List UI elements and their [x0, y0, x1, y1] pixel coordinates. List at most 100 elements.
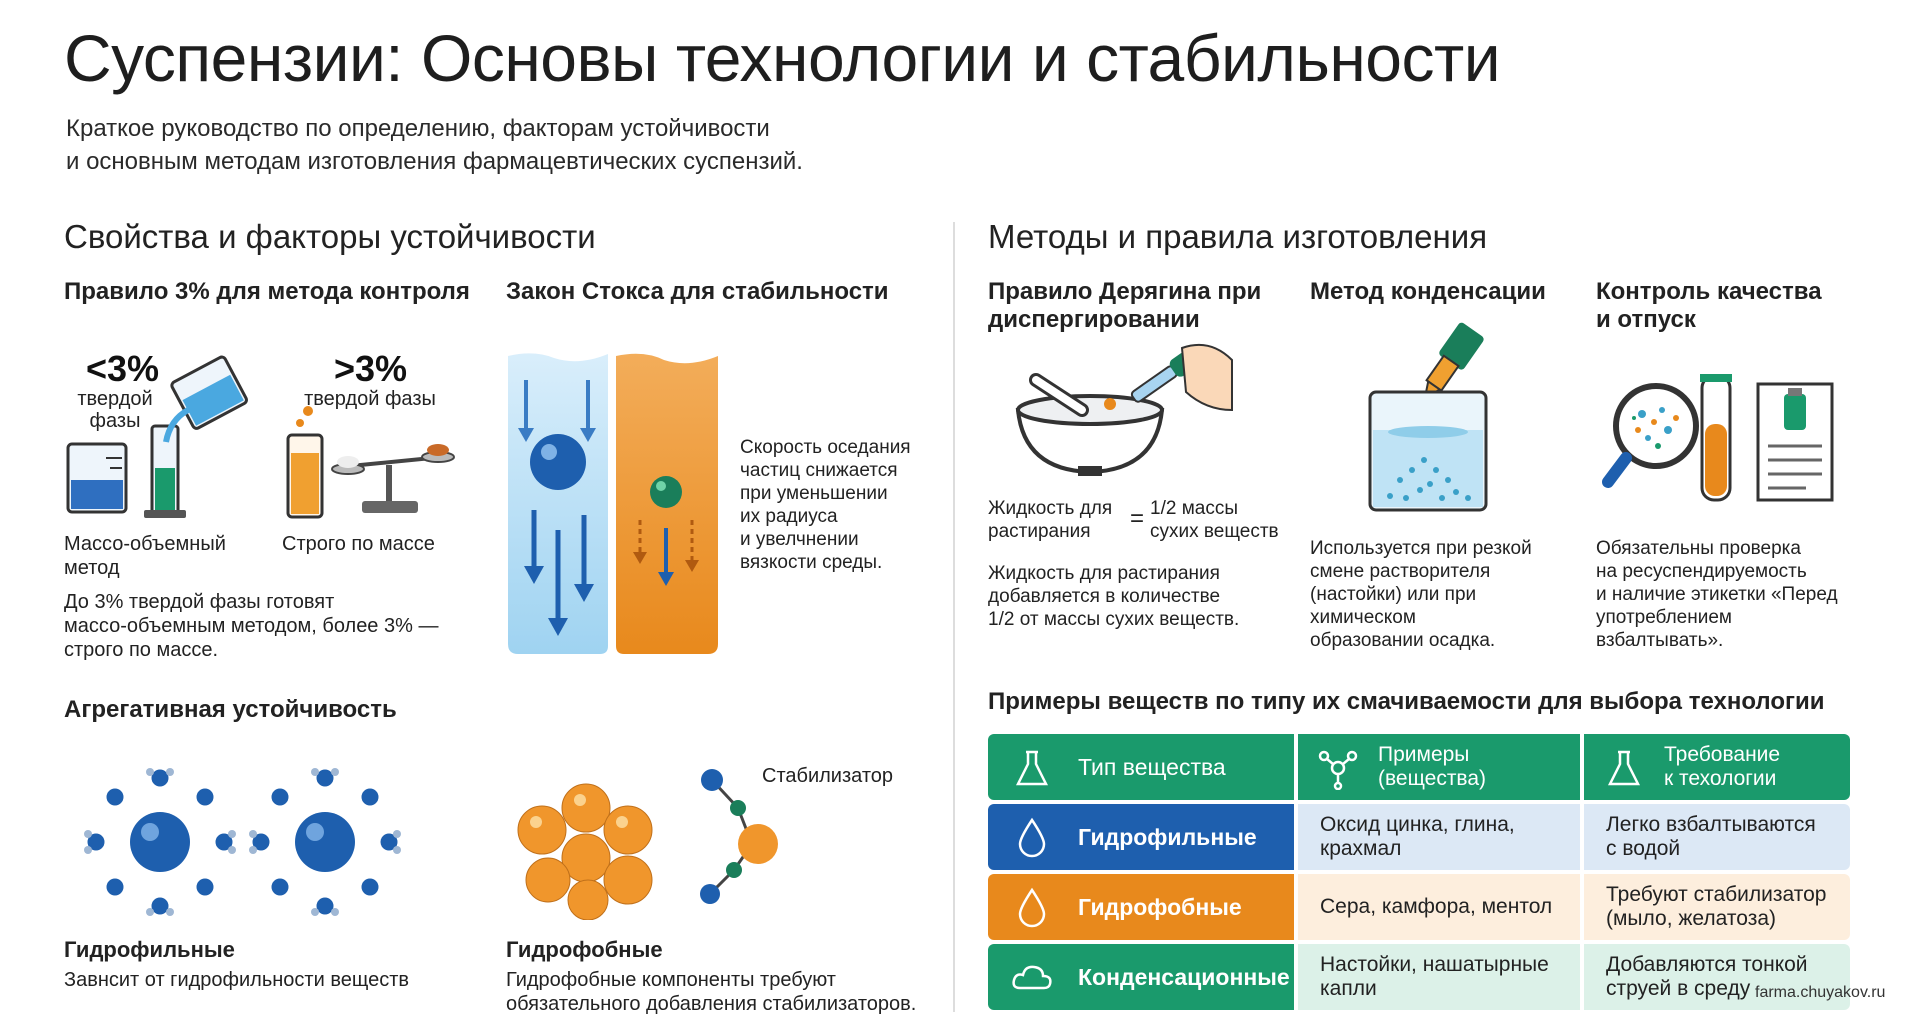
header-label: Тип вещества: [1078, 753, 1226, 780]
subtitle-line: и основным методам изготовления фармацев…: [66, 148, 803, 175]
more-phase-label: твердой фазы: [304, 388, 436, 410]
mortar-pestle-icon: [1015, 344, 1233, 476]
volumetric-method-label: Массо-объемный метод: [64, 532, 226, 580]
formula-line: Жидкость для: [988, 498, 1113, 519]
formula-line: растирания: [988, 521, 1091, 542]
row-type-label: Конденсационные: [1078, 963, 1290, 990]
deryagin-description: Жидкость для растирания добавляется в ко…: [988, 562, 1239, 631]
title-line: Контроль качества: [1596, 278, 1822, 305]
more-than-3-label: >3%: [334, 348, 408, 389]
desc-line: 1/2 от массы сухих веществ.: [988, 609, 1240, 630]
subtitle-line: Краткое руководство по определению, факт…: [66, 115, 770, 142]
desc-line: смене растворителя: [1310, 561, 1491, 582]
formula-line: сухих веществ: [1150, 521, 1279, 542]
hydrophobic-particles-illustration: [517, 769, 778, 920]
deryagin-title: Правило Дерягина при диспергировании: [988, 278, 1261, 334]
row-requirement-cell: Легко взбалтываются с водой: [1584, 804, 1850, 870]
page-title: Суспензии: Основы технологии и стабильно…: [64, 21, 1501, 95]
condensation-description: Используется при резкой смене растворите…: [1310, 537, 1532, 652]
scale-icon: [286, 406, 455, 519]
formula-line: 1/2 массы: [1150, 498, 1238, 519]
hydrophobic-text: Гидрофобные компоненты требуют обязатель…: [506, 968, 916, 1016]
page-subtitle: Краткое руководство по определению, факт…: [66, 112, 803, 178]
formula-left: Жидкость для растирания: [988, 497, 1112, 543]
right-section-heading: Методы и правила изготовления: [988, 218, 1488, 255]
row-type-label: Гидрофобные: [1078, 893, 1242, 920]
row-type-cell: Гидрофильные: [988, 804, 1294, 870]
drop-icon: [1018, 887, 1046, 928]
desc-line: на ресуспендируемость: [1596, 561, 1807, 582]
rule3-title: Правило 3% для метода контроля: [64, 278, 470, 305]
aggregate-title: Агрегативная устойчивость: [64, 696, 397, 723]
desc-line: Жидкость для растирания: [988, 563, 1220, 584]
desc-line: химическом: [1310, 607, 1416, 628]
quality-control-icon: [1602, 374, 1834, 502]
desc-line: при уменьшении: [740, 483, 888, 504]
title-line: диспергировании: [988, 306, 1200, 333]
desc-line: Гидрофобные компоненты требуют: [506, 969, 836, 991]
label-line: метод: [64, 557, 120, 579]
desc-line: Обязательны проверка: [1596, 538, 1801, 559]
formula-equals: =: [1130, 505, 1145, 532]
header-cell-requirement: Требование к техологии: [1584, 734, 1850, 800]
desc-line: Используется при резкой: [1310, 538, 1532, 559]
row-type-label: Гидрофильные: [1078, 823, 1257, 850]
quality-description: Обязательны проверка на ресуспендируемос…: [1596, 537, 1838, 652]
row-examples-cell: Настойки, нашатырные капли: [1298, 944, 1580, 1010]
desc-line: частиц снижается: [740, 460, 898, 481]
desc-line: строго по массе.: [64, 639, 219, 661]
desc-line: До 3% твердой фазы готовят: [64, 591, 335, 613]
hydrophilic-text: Завнсит от гидрофильности веществ: [64, 969, 409, 991]
row-requirement-cell: Добавляются тонкой струей в среду: [1584, 944, 1850, 1010]
desc-line: Скорость оседания: [740, 437, 911, 458]
desc-line: массо-объемным методом, более 3% —: [64, 615, 439, 637]
mass-method-label: Строго по массе: [282, 533, 435, 555]
row-examples-cell: Оксид цинка, глина, крахмал: [1298, 804, 1580, 870]
less-than-3-label: <3%: [86, 348, 160, 389]
stokes-title: Закон Стокса для стабильности: [506, 278, 889, 305]
drop-icon: [1018, 817, 1046, 858]
desc-line: обязательного добавления стабилизаторов.: [506, 993, 917, 1015]
table-header-row: Тип вещества Примеры (вещества) Требован…: [988, 734, 1850, 800]
flask-icon: [1607, 750, 1641, 786]
row-type-cell: Конденсационные: [988, 944, 1294, 1010]
desc-line: вязкости среды.: [740, 552, 883, 573]
header-cell-type: Тип вещества: [988, 734, 1294, 800]
desc-line: их радиуса: [740, 506, 838, 527]
header-label: Требование к техологии: [1664, 743, 1781, 790]
desc-line: употреблением: [1596, 607, 1732, 628]
label-line: Массо-объемный: [64, 533, 226, 555]
hydrophilic-title: Гидрофильные: [64, 937, 235, 962]
title-line: Правило Дерягина при: [988, 278, 1262, 305]
hydrophobic-title: Гидрофобные: [506, 937, 663, 962]
rule3-description: До 3% твердой фазы готовят массо-объемны…: [64, 590, 438, 662]
column-divider: [953, 222, 955, 1012]
table-title: Примеры веществ по типу их смачиваемости…: [988, 688, 1825, 715]
desc-line: и наличие этикетки «Перед: [1596, 584, 1838, 605]
title-line: и отпуск: [1596, 306, 1696, 333]
table-row: Гидрофобные Сера, камфора, ментол Требую…: [988, 874, 1850, 940]
quality-title: Контроль качества и отпуск: [1596, 278, 1822, 334]
table-row: Гидрофильные Оксид цинка, глина, крахмал…: [988, 804, 1850, 870]
header-cell-examples: Примеры (вещества): [1298, 734, 1580, 800]
molecule-icon: [1318, 750, 1358, 790]
hydrated-particles-illustration: [84, 768, 401, 916]
header-label: Примеры (вещества): [1378, 743, 1487, 790]
condensation-beaker-icon: [1368, 322, 1488, 512]
table-row: Конденсационные Настойки, нашатырные кап…: [988, 944, 1850, 1010]
volumetric-glassware-icon: [66, 355, 248, 518]
desc-line: и увелчнении: [740, 529, 859, 550]
desc-line: образовании осадка.: [1310, 630, 1496, 651]
stabilizer-label: Стабилизатор: [762, 765, 894, 787]
left-section-heading: Свойства и факторы устойчивости: [64, 218, 596, 255]
row-examples-cell: Сера, камфора, ментол: [1298, 874, 1580, 940]
sedimentation-illustration: [508, 353, 718, 654]
cloud-icon: [1012, 965, 1052, 990]
row-requirement-cell: Требуют стабилизатор (мыло, желатоза): [1584, 874, 1850, 940]
watermark: farma.chuyakov.ru: [1755, 984, 1886, 1001]
desc-line: (настойки) или при: [1310, 584, 1477, 605]
row-type-cell: Гидрофобные: [988, 874, 1294, 940]
less-phase-label: твердой фазы: [77, 388, 153, 432]
flask-icon: [1015, 750, 1049, 786]
desc-line: взбалтывать».: [1596, 630, 1724, 651]
